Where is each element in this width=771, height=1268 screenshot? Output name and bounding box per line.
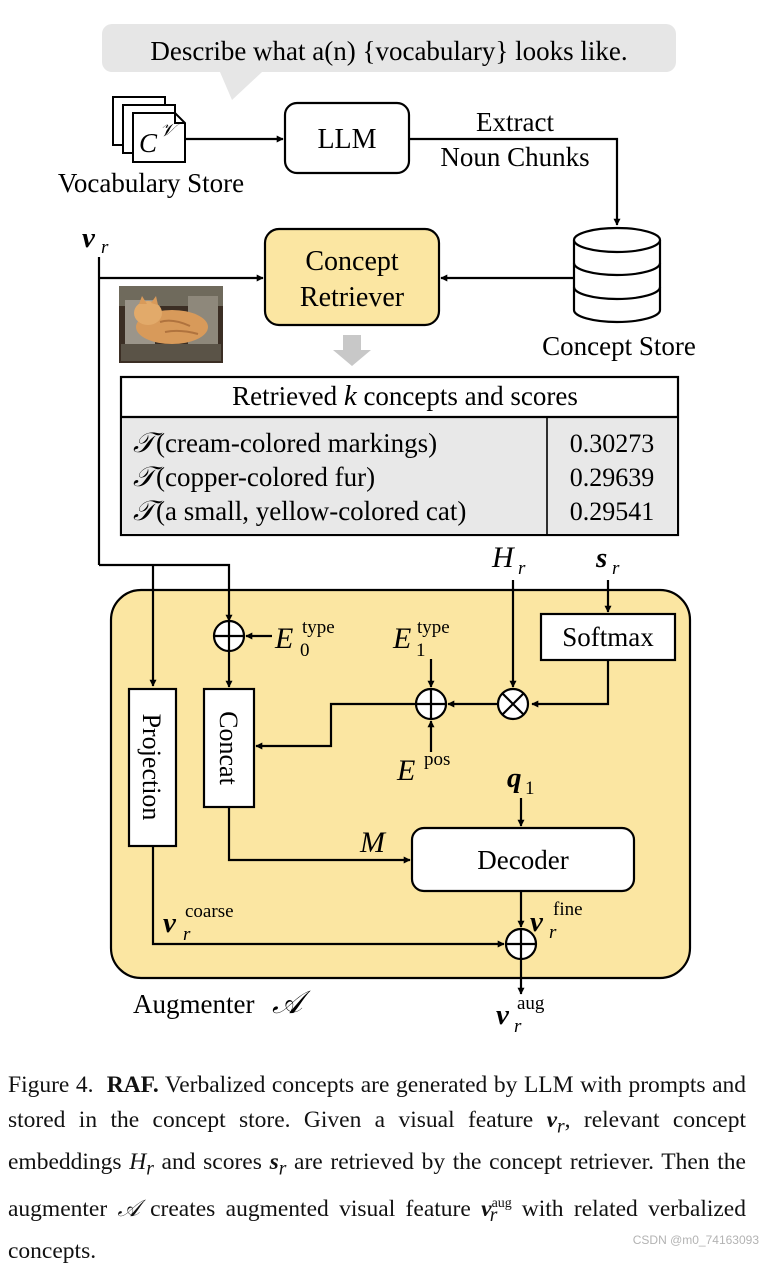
vocab-symbol: C: [139, 128, 158, 158]
extract-line1: Extract: [476, 107, 554, 137]
svg-text:H: H: [491, 541, 516, 574]
svg-text:Softmax: Softmax: [562, 622, 654, 652]
concept-retriever-box: Concept Retriever: [263, 227, 441, 327]
prompt-bubble: Describe what a(n) {vocabulary} looks li…: [102, 24, 676, 100]
softmax-box: Softmax: [539, 612, 677, 662]
svg-text:r: r: [549, 922, 557, 943]
svg-text:r: r: [514, 1016, 522, 1037]
llm-label: LLM: [317, 124, 376, 155]
e1-type-label: E type 1: [392, 617, 450, 661]
projection-box: Projection: [127, 687, 178, 848]
augmenter-label: Augmenter 𝒜: [133, 984, 311, 1020]
svg-text:0.30273: 0.30273: [570, 429, 655, 458]
svg-text:r: r: [612, 558, 620, 579]
svg-text:r: r: [183, 924, 191, 945]
svg-text:s: s: [595, 542, 607, 574]
figure-caption: Figure 4. RAF. Verbalized concepts are g…: [8, 1072, 747, 1264]
svg-text:0: 0: [300, 640, 310, 661]
svg-text:Concat: Concat: [214, 711, 243, 785]
svg-text:Decoder: Decoder: [477, 845, 568, 875]
q1-label: q 1: [507, 762, 535, 799]
table-row: 𝒯 (a small, yellow-colored cat) 0.29541: [133, 496, 654, 527]
svg-text:aug: aug: [517, 993, 545, 1014]
table-row: 𝒯 (cream-colored markings) 0.30273: [133, 428, 654, 459]
vr-symbol: v: [82, 222, 96, 254]
svg-text:r: r: [518, 558, 526, 579]
raf-diagram: Describe what a(n) {vocabulary} looks li…: [58, 24, 696, 1037]
svg-text:pos: pos: [424, 749, 450, 770]
svg-text:1: 1: [416, 640, 426, 661]
svg-text:E: E: [274, 622, 293, 655]
sr-label: s r: [595, 542, 620, 579]
svg-text:0.29541: 0.29541: [570, 497, 655, 526]
svg-text:q: q: [507, 762, 522, 794]
concat-box: Concat: [202, 687, 256, 809]
concept-store-label: Concept Store: [542, 331, 696, 361]
svg-text:v: v: [530, 906, 544, 938]
vocabulary-store-label: Vocabulary Store: [58, 168, 244, 198]
watermark: CSDN @m0_74163093: [632, 1233, 759, 1247]
svg-text:0.29639: 0.29639: [570, 463, 655, 492]
add-node-type1: [414, 687, 448, 721]
svg-text:(a small, yellow-colored cat): (a small, yellow-colored cat): [156, 496, 466, 526]
svg-text:coarse: coarse: [185, 901, 234, 922]
multiply-node: [496, 687, 530, 721]
v-coarse-label: v coarse r: [163, 901, 234, 945]
svg-text:(cream-colored markings): (cream-colored markings): [156, 428, 437, 458]
v-aug-label: v aug r: [496, 993, 545, 1037]
epos-label: E pos: [396, 749, 450, 787]
svg-text:Augmenter: Augmenter: [133, 989, 254, 1019]
svg-text:𝒜: 𝒜: [272, 984, 311, 1020]
concept-retriever-line2: Retriever: [300, 282, 405, 313]
svg-text:E: E: [392, 622, 411, 655]
add-node-type0: [212, 619, 246, 653]
extract-line2: Noun Chunks: [440, 142, 589, 172]
gray-down-arrow: [333, 335, 371, 366]
svg-text:v: v: [163, 907, 177, 939]
svg-text:(copper-colored fur): (copper-colored fur): [156, 462, 375, 492]
add-node-final: [504, 927, 538, 961]
prompt-text: Describe what a(n) {vocabulary} looks li…: [150, 36, 627, 66]
svg-text:fine: fine: [553, 899, 583, 920]
vr-subscript: r: [101, 237, 109, 258]
cat-image: [119, 286, 223, 363]
svg-text:E: E: [396, 754, 415, 787]
concept-retriever-line1: Concept: [305, 246, 399, 277]
retrieved-concepts-table: Retrieved k concepts and scores 𝒯 (cream…: [119, 375, 680, 537]
svg-text:1: 1: [525, 778, 535, 799]
svg-text:Projection: Projection: [137, 714, 166, 821]
svg-text:v: v: [496, 999, 510, 1031]
hr-label: H r: [491, 541, 526, 579]
e0-type-label: E type 0: [274, 617, 335, 661]
llm-box: LLM: [283, 101, 411, 175]
table-row: 𝒯 (copper-colored fur) 0.29639: [133, 462, 654, 493]
svg-text:type: type: [302, 617, 335, 638]
v-fine-label: v fine r: [530, 899, 583, 943]
table-header: Retrieved k concepts and scores: [232, 380, 578, 412]
visual-feature-input: v r: [82, 222, 109, 258]
concept-store-database-icon: Concept Store: [542, 226, 696, 361]
decoder-box: Decoder: [410, 826, 636, 893]
svg-text:type: type: [417, 617, 450, 638]
vocabulary-store: C 𝒱 Vocabulary Store: [58, 96, 244, 198]
m-label: M: [359, 826, 387, 859]
